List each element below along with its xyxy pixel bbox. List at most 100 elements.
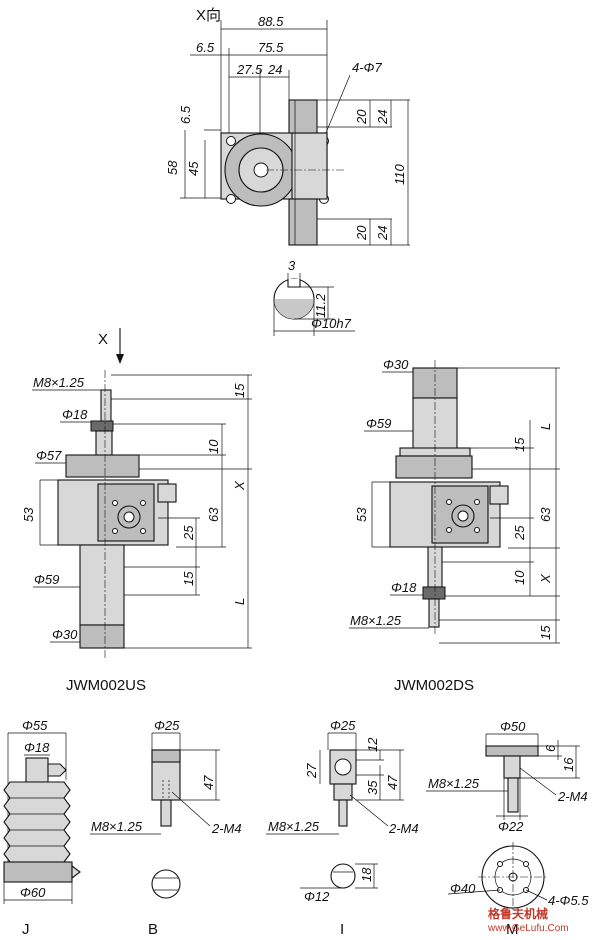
dim-phi60: Φ60 xyxy=(20,885,46,900)
watermark-cn: 格鲁夫机械 xyxy=(488,906,548,921)
detail-letter-b: B xyxy=(148,921,158,938)
flange-phi57 xyxy=(65,454,140,478)
dim-phi57: Φ57 xyxy=(36,448,62,463)
thread-b xyxy=(160,799,172,827)
bellows xyxy=(3,781,71,863)
dim-phi18-ds: Φ18 xyxy=(391,580,417,595)
dim-6-5-left: 6.5 xyxy=(178,105,193,124)
detail-b: Φ25 47 M8×1.25 2-M4 B xyxy=(90,718,242,938)
dim-10: 10 xyxy=(206,439,221,454)
bellows-base xyxy=(3,861,73,883)
mount-hole xyxy=(226,194,236,204)
dim-18-i: 18 xyxy=(359,867,374,882)
dim-10-ds: 10 xyxy=(512,570,527,585)
end-cap-phi30 xyxy=(79,624,125,649)
dim-15-mid: 15 xyxy=(181,571,196,586)
model-name-ds: JWM002DS xyxy=(394,677,474,694)
dim-63: 63 xyxy=(206,507,221,522)
dim-24-upper: 24 xyxy=(375,110,390,125)
keyway-section: 3 11.2 Φ10h7 xyxy=(273,258,355,336)
screw-tip xyxy=(100,389,112,423)
nut-ds xyxy=(422,586,446,600)
dim-phi25-b: Φ25 xyxy=(154,718,180,733)
dim-l: L xyxy=(232,598,247,605)
x-arrow-label: X xyxy=(98,331,108,348)
end-view-i xyxy=(330,863,356,889)
dim-l-ds: L xyxy=(538,423,553,430)
dim-35-i: 35 xyxy=(365,780,380,795)
dim-m8-i: M8×1.25 xyxy=(268,819,320,834)
dim-phi25-i: Φ25 xyxy=(330,718,356,733)
mount-hole xyxy=(226,136,236,146)
dim-110: 110 xyxy=(392,164,407,185)
dim-phi59: Φ59 xyxy=(34,572,59,587)
dim-phi59-ds: Φ59 xyxy=(366,416,391,431)
dim-11-2: 11.2 xyxy=(313,293,328,318)
flange-plate-m xyxy=(485,745,539,757)
dim-m8-top: M8×1.25 xyxy=(33,375,85,390)
dim-phi55: Φ55 xyxy=(22,718,48,733)
bellows-collar xyxy=(25,757,49,783)
shaft-end-top xyxy=(288,99,318,134)
dim-24-lower: 24 xyxy=(375,226,390,241)
end-view-b xyxy=(151,869,181,899)
dim-phi10h7: Φ10h7 xyxy=(311,316,352,331)
dim-4-phi5-5: 4-Φ5.5 xyxy=(548,893,589,908)
dim-keyway-width: 3 xyxy=(288,258,296,273)
dim-20-lower: 20 xyxy=(354,225,369,241)
dim-27-5: 27.5 xyxy=(236,62,263,77)
dim-6-m: 6 xyxy=(543,744,558,752)
dim-25-ds: 25 xyxy=(512,525,527,541)
dim-phi50-m: Φ50 xyxy=(500,719,526,734)
dim-2m4-b: 2-M4 xyxy=(211,821,242,836)
dim-12-i: 12 xyxy=(365,737,380,752)
dim-m8-b: M8×1.25 xyxy=(91,819,143,834)
dim-47-b: 47 xyxy=(201,775,216,790)
dim-63-ds: 63 xyxy=(538,507,553,522)
dim-15-top: 15 xyxy=(232,383,247,398)
model-jwm002us: X M8×1.25 15 Φ18 10 Φ57 X 53 63 xyxy=(21,328,252,694)
dim-phi22-m: Φ22 xyxy=(498,819,524,834)
model-jwm002ds: Φ30 L Φ59 15 53 63 25 Φ18 10 X M8×1.25 1… xyxy=(349,357,560,694)
thread-m xyxy=(507,777,519,813)
screw-tip-ds xyxy=(428,598,440,628)
dim-75-5: 75.5 xyxy=(258,40,284,55)
view-x-title: X向 xyxy=(196,7,221,24)
dim-x-ds: X xyxy=(538,573,553,584)
dim-x: X xyxy=(232,480,247,491)
detail-letter-j: J xyxy=(22,921,30,938)
dim-58: 58 xyxy=(165,160,180,175)
detail-m: Φ50 6 16 M8×1.25 2-M4 Φ22 Φ40 4-Φ5.5 xyxy=(426,719,589,938)
dim-45: 45 xyxy=(186,161,201,176)
dim-47-i: 47 xyxy=(385,775,400,790)
detail-j: Φ55 Φ18 Φ60 J xyxy=(3,718,81,938)
dim-2m4-i: 2-M4 xyxy=(388,821,419,836)
top-view: X向 88.5 6.5 75.5 27.5 24 4-Φ7 6.5 58 45 xyxy=(165,7,410,246)
dim-20-upper: 20 xyxy=(354,109,369,125)
dim-phi12-i: Φ12 xyxy=(304,889,330,904)
dim-24-top: 24 xyxy=(267,62,282,77)
detail-i: Φ25 12 27 35 47 M8×1.25 2-M4 Φ12 18 I xyxy=(266,718,419,938)
dim-phi40-m: Φ40 xyxy=(450,881,476,896)
watermark-url: www.GeLufu.Com xyxy=(487,923,569,934)
dim-6-5-top: 6.5 xyxy=(196,40,215,55)
dim-15-ds-top: 15 xyxy=(512,437,527,452)
dim-m8-ds: M8×1.25 xyxy=(350,613,402,628)
dim-phi30-ds: Φ30 xyxy=(383,357,409,372)
dim-16-m: 16 xyxy=(561,757,576,772)
dim-27-i: 27 xyxy=(304,763,319,779)
dim-2m4-m: 2-M4 xyxy=(557,789,588,804)
dim-53-ds: 53 xyxy=(354,507,369,522)
model-name-us: JWM002US xyxy=(66,677,146,694)
dim-15-ds-bottom: 15 xyxy=(538,625,553,640)
detail-letter-i: I xyxy=(340,921,344,938)
dim-phi18-j: Φ18 xyxy=(24,740,50,755)
thread-i xyxy=(338,799,348,827)
nut-top xyxy=(90,420,114,432)
dim-88-5: 88.5 xyxy=(258,14,284,29)
dim-m8-m: M8×1.25 xyxy=(428,776,480,791)
dim-phi30: Φ30 xyxy=(52,627,78,642)
dim-4-phi7: 4-Φ7 xyxy=(352,60,382,75)
